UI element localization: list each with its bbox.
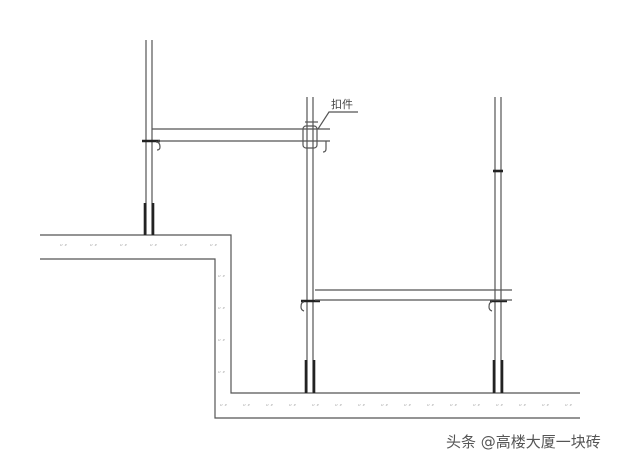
aggregate-mark: ′′ ″ (210, 244, 218, 251)
aggregate-mark: ′′ ″ (450, 404, 458, 411)
upper-ledger (152, 128, 330, 142)
aggregate-mark: ′′ ″ (180, 244, 188, 251)
aggregate-mark: ′′ ″ (335, 404, 343, 411)
left-standard (142, 40, 161, 235)
watermark: 头条 @高楼大厦一块砖 (446, 433, 601, 451)
aggregate-mark: ′′ ″ (220, 404, 228, 411)
aggregate-mark: ′′ ″ (266, 404, 274, 411)
aggregate-mark: ′′ ″ (427, 404, 435, 411)
aggregate-mark: ′′ ″ (565, 404, 573, 411)
middle-standard (300, 97, 327, 393)
aggregate-mark: ′′ ″ (542, 404, 550, 411)
aggregate-mark: ′′ ″ (218, 307, 226, 314)
aggregate-mark: ′′ ″ (519, 404, 527, 411)
coupler (302, 125, 318, 149)
aggregate-mark: ′′ ″ (218, 275, 226, 282)
aggregate-mark: ′′ ″ (381, 404, 389, 411)
aggregate-mark: ′′ ″ (218, 339, 226, 346)
aggregate-mark: ′′ ″ (60, 244, 68, 251)
aggregate-mark: ′′ ″ (358, 404, 366, 411)
aggregate-mark: ′′ ″ (150, 244, 158, 251)
right-standard (488, 97, 507, 393)
aggregate-mark: ′′ ″ (218, 371, 226, 378)
aggregate-mark: ′′ ″ (90, 244, 98, 251)
aggregate-mark: ′′ ″ (289, 404, 297, 411)
aggregate-mark: ′′ ″ (404, 404, 412, 411)
aggregate-mark: ′′ ″ (312, 404, 320, 411)
lower-ledger (315, 289, 512, 301)
aggregate-mark: ′′ ″ (496, 404, 504, 411)
concrete-aggregate: ′′ ″ ′′ ″ ′′ ″ ′′ ″ ′′ ″ ′′ ″ ′′ ″ ′′ ″ ′′ ″ ′′ ″… (60, 244, 573, 411)
aggregate-mark: ′′ ″ (473, 404, 481, 411)
aggregate-mark: ′′ ″ (243, 404, 251, 411)
concrete-slab: ′′ ″ ′′ ″ ′′ ″ ′′ ″ ′′ ″ ′′ ″ ′′ ″ ′′ ″ ′′ ″ ′′ ″… (40, 234, 580, 419)
aggregate-mark: ′′ ″ (120, 244, 128, 251)
callout-leader (317, 111, 358, 130)
coupler-label: 扣件 (331, 98, 353, 111)
